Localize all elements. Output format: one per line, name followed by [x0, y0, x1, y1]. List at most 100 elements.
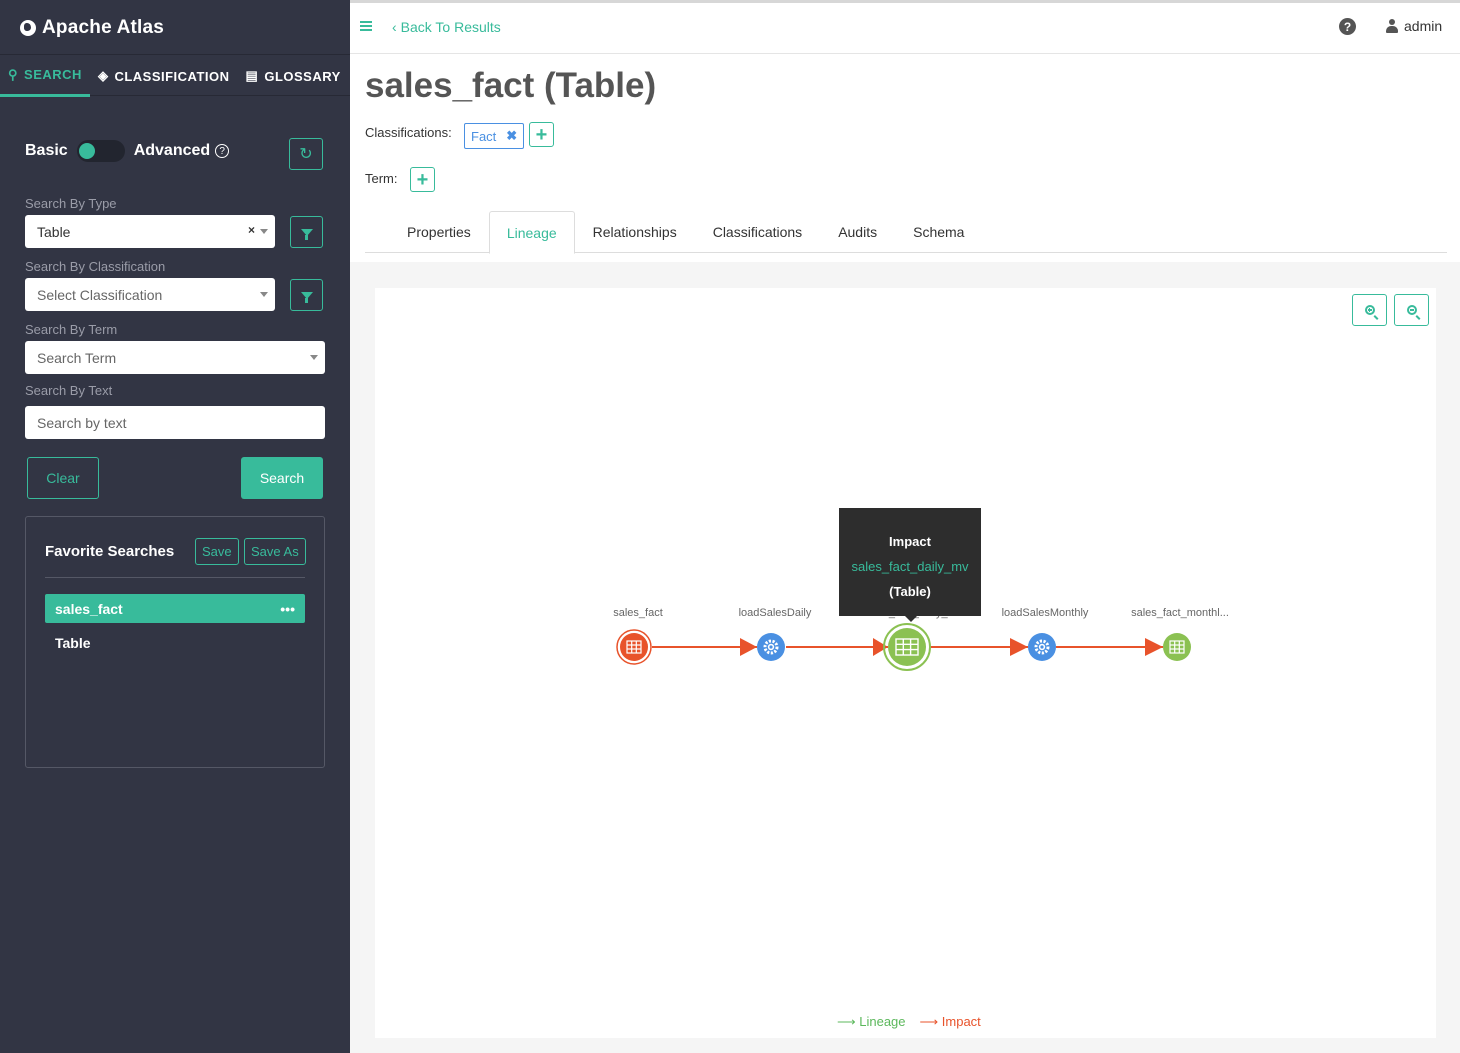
tab-lineage[interactable]: Lineage	[488, 211, 575, 254]
brand[interactable]: Apache Atlas	[20, 17, 164, 39]
add-classification-button[interactable]: +	[529, 122, 554, 147]
search-mode-switch[interactable]	[76, 140, 125, 162]
classification-filter-button[interactable]	[290, 279, 323, 311]
lineage-legend: ⟶ Lineage ⟶ Impact	[837, 1014, 981, 1030]
brand-name: Apache Atlas	[42, 17, 165, 38]
nav-tabs: ⚲ SEARCH ◈ CLASSIFICATION ▤ GLOSSARY	[0, 54, 350, 97]
plus-icon: +	[535, 123, 548, 146]
add-term-button[interactable]: +	[410, 167, 435, 192]
save-as-button[interactable]: Save As	[244, 538, 306, 565]
term-select[interactable]: Search Term	[25, 341, 325, 374]
tooltip-title: Impact	[889, 534, 931, 549]
type-select-value: Table	[37, 223, 71, 240]
search-by-term-label: Search By Term	[25, 322, 118, 337]
favorite-item-type: Table	[55, 635, 91, 651]
text-search-placeholder: Search by text	[37, 414, 127, 431]
back-label: Back To Results	[400, 19, 501, 35]
basic-label: Basic	[25, 142, 68, 159]
tab-search-label: SEARCH	[24, 67, 82, 82]
tab-schema[interactable]: Schema	[913, 224, 965, 240]
divider	[45, 577, 305, 578]
arrow-head	[1010, 638, 1028, 656]
filter-icon	[300, 291, 313, 303]
tooltip-entity-link[interactable]: sales_fact_daily_mv	[851, 559, 969, 574]
search-by-type-label: Search By Type	[25, 196, 117, 211]
classification-placeholder: Select Classification	[37, 286, 163, 303]
lineage-node-sales-fact-daily[interactable]	[883, 623, 931, 671]
tab-relationships[interactable]: Relationships	[592, 224, 677, 240]
legend-lineage: ⟶ Lineage	[837, 1014, 906, 1029]
lineage-edges	[652, 638, 1163, 656]
user-menu[interactable]: admin	[1386, 18, 1442, 34]
node-label: sales_fact	[613, 607, 663, 619]
globe-icon	[20, 20, 36, 36]
tab-classification-label: CLASSIFICATION	[114, 68, 230, 84]
node-label: loadSalesDaily	[738, 607, 812, 619]
zoom-out-button[interactable]	[1394, 294, 1429, 326]
lineage-node-load-sales-daily[interactable]	[757, 633, 785, 661]
refresh-icon: ↻	[299, 146, 313, 163]
lineage-node-sales-fact-monthly[interactable]	[1163, 633, 1191, 661]
menu-icon[interactable]	[360, 21, 372, 31]
question-circle-icon[interactable]: ?	[215, 144, 230, 158]
search-button[interactable]: Search	[241, 457, 323, 499]
sidebar: Apache Atlas ⚲ SEARCH ◈ CLASSIFICATION ▤…	[0, 0, 350, 1053]
back-to-results-link[interactable]: ‹ Back To Results	[392, 19, 501, 35]
lineage-node-load-sales-monthly[interactable]	[1028, 633, 1056, 661]
page-title: sales_fact (Table)	[365, 66, 657, 105]
clear-button[interactable]: Clear	[27, 457, 99, 499]
refresh-button[interactable]: ↻	[289, 138, 323, 170]
help-icon[interactable]: ?	[1339, 18, 1356, 35]
plus-icon: +	[416, 168, 429, 191]
lineage-node-sales-fact[interactable]	[616, 629, 652, 665]
arrow-head	[740, 638, 757, 656]
favorite-searches-title: Favorite Searches	[45, 543, 175, 560]
zoom-out-icon	[1406, 305, 1417, 315]
chevron-down-icon	[260, 229, 268, 234]
arrow-head	[1145, 638, 1163, 656]
tab-classification[interactable]: ◈ CLASSIFICATION	[90, 55, 238, 97]
tab-properties[interactable]: Properties	[407, 224, 471, 240]
favorite-item-name: sales_fact	[55, 600, 123, 617]
tooltip-entity-type: (Table)	[889, 584, 931, 599]
more-options-icon[interactable]: •••	[280, 600, 295, 617]
zoom-in-icon	[1364, 305, 1375, 315]
favorite-searches-panel: Favorite Searches Save Save As sales_fac…	[25, 516, 325, 768]
remove-tag-icon[interactable]: ✖	[506, 128, 518, 143]
text-search-input[interactable]: Search by text	[25, 406, 325, 439]
gear-icon	[1034, 639, 1050, 655]
user-icon	[1386, 19, 1398, 33]
tab-glossary-label: GLOSSARY	[264, 68, 341, 84]
type-select[interactable]: Table ×	[25, 215, 275, 248]
chevron-down-icon	[260, 292, 268, 297]
chevron-left-icon: ‹	[392, 19, 397, 35]
classification-select[interactable]: Select Classification	[25, 278, 275, 311]
top-bar: ‹ Back To Results ? admin	[350, 0, 1460, 54]
node-label: sales_fact_monthl...	[1131, 607, 1229, 619]
tab-glossary[interactable]: ▤ GLOSSARY	[238, 55, 349, 97]
table-icon	[1169, 640, 1185, 654]
zoom-in-button[interactable]	[1352, 294, 1387, 326]
node-tooltip: Impact sales_fact_daily_mv (Table)	[839, 508, 981, 622]
save-button[interactable]: Save	[195, 538, 239, 565]
table-icon	[895, 638, 919, 656]
entity-tabs: Properties Lineage Relationships Classif…	[365, 211, 1447, 254]
classification-tag-label: Fact	[471, 128, 497, 144]
filter-icon	[300, 228, 313, 240]
tags-icon: ◈	[97, 68, 109, 83]
clear-selection-icon[interactable]: ×	[247, 223, 255, 237]
table-icon	[626, 640, 642, 654]
classification-tag[interactable]: Fact ✖	[464, 123, 525, 149]
term-label: Term:	[365, 171, 398, 186]
username: admin	[1404, 18, 1443, 34]
term-placeholder: Search Term	[37, 349, 117, 366]
type-filter-button[interactable]	[290, 216, 323, 248]
tab-classifications[interactable]: Classifications	[712, 224, 803, 240]
tab-search[interactable]: ⚲ SEARCH	[0, 55, 90, 97]
favorite-item[interactable]: sales_fact •••	[45, 594, 305, 623]
tab-audits[interactable]: Audits	[838, 224, 878, 240]
search-mode-toggle-row: Basic Advanced ?	[25, 140, 323, 162]
chevron-down-icon	[310, 355, 318, 360]
search-by-classification-label: Search By Classification	[25, 259, 166, 274]
